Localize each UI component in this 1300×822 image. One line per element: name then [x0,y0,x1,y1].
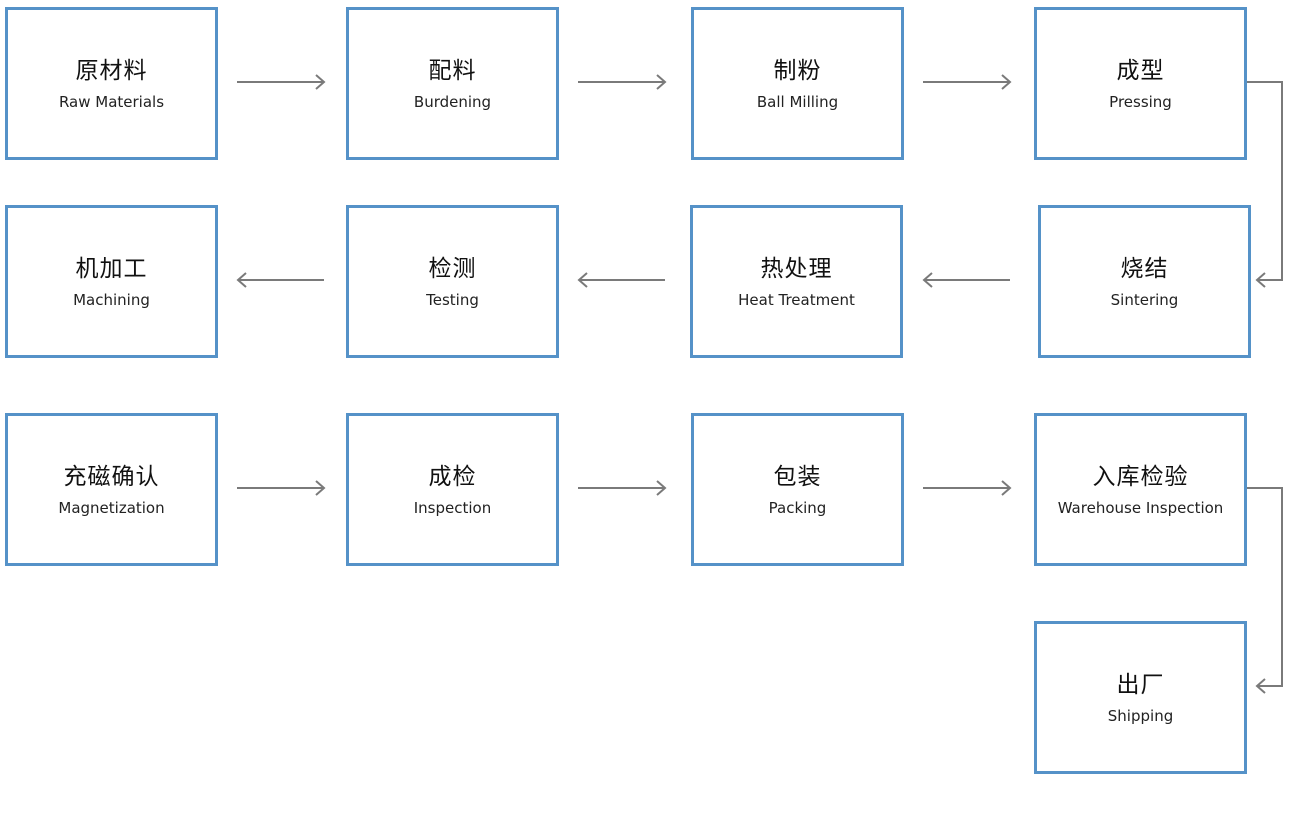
arrow-raw-materials-to-burdening [237,74,326,90]
step-title-zh: 检测 [428,255,477,282]
step-packing: 包装 Packing [691,413,904,566]
step-title-en: Warehouse Inspection [1057,498,1224,517]
arrow-sintering-to-heat-treatment [922,272,1010,288]
step-shipping: 出厂 Shipping [1034,621,1247,774]
step-title-zh: 热处理 [760,255,833,282]
step-title-en: Magnetization [58,498,165,517]
step-title-en: Raw Materials [58,92,165,111]
step-title-zh: 配料 [428,57,477,84]
arrow-pressing-to-sintering [1246,81,1283,288]
step-title-en: Inspection [413,498,492,517]
step-title-zh: 出厂 [1116,671,1165,698]
step-title-zh: 原材料 [75,57,148,84]
step-title-zh: 包装 [773,463,822,490]
step-title-en: Ball Milling [756,92,839,111]
step-magnetization: 充磁确认 Magnetization [5,413,218,566]
step-title-zh: 成检 [428,463,477,490]
step-title-en: Heat Treatment [738,290,855,309]
arrow-inspection-to-packing [578,480,667,496]
step-title-zh: 烧结 [1120,255,1169,282]
step-raw-materials: 原材料 Raw Materials [5,7,218,160]
step-inspection: 成检 Inspection [346,413,559,566]
step-title-en: Machining [73,290,150,309]
arrow-burdening-to-ball-milling [578,74,667,90]
step-machining: 机加工 Machining [5,205,218,358]
step-title-en: Packing [768,498,827,517]
step-title-en: Shipping [1107,706,1174,725]
step-ball-milling: 制粉 Ball Milling [691,7,904,160]
step-title-zh: 入库检验 [1092,463,1189,490]
arrow-warehouse-inspection-to-shipping [1246,487,1283,694]
step-title-zh: 机加工 [75,255,148,282]
step-pressing: 成型 Pressing [1034,7,1247,160]
arrow-magnetization-to-inspection [237,480,326,496]
arrow-testing-to-machining [236,272,324,288]
step-title-en: Burdening [413,92,492,111]
step-title-zh: 成型 [1116,57,1165,84]
step-title-en: Sintering [1110,290,1179,309]
step-sintering: 烧结 Sintering [1038,205,1251,358]
arrow-packing-to-warehouse-inspection [923,480,1012,496]
step-testing: 检测 Testing [346,205,559,358]
arrow-heat-treatment-to-testing [577,272,665,288]
step-heat-treatment: 热处理 Heat Treatment [690,205,903,358]
step-title-en: Pressing [1109,92,1172,111]
arrow-ball-milling-to-pressing [923,74,1012,90]
step-title-en: Testing [426,290,479,309]
step-title-zh: 制粉 [773,57,822,84]
step-burdening: 配料 Burdening [346,7,559,160]
step-warehouse-inspection: 入库检验 Warehouse Inspection [1034,413,1247,566]
step-title-zh: 充磁确认 [63,463,160,490]
